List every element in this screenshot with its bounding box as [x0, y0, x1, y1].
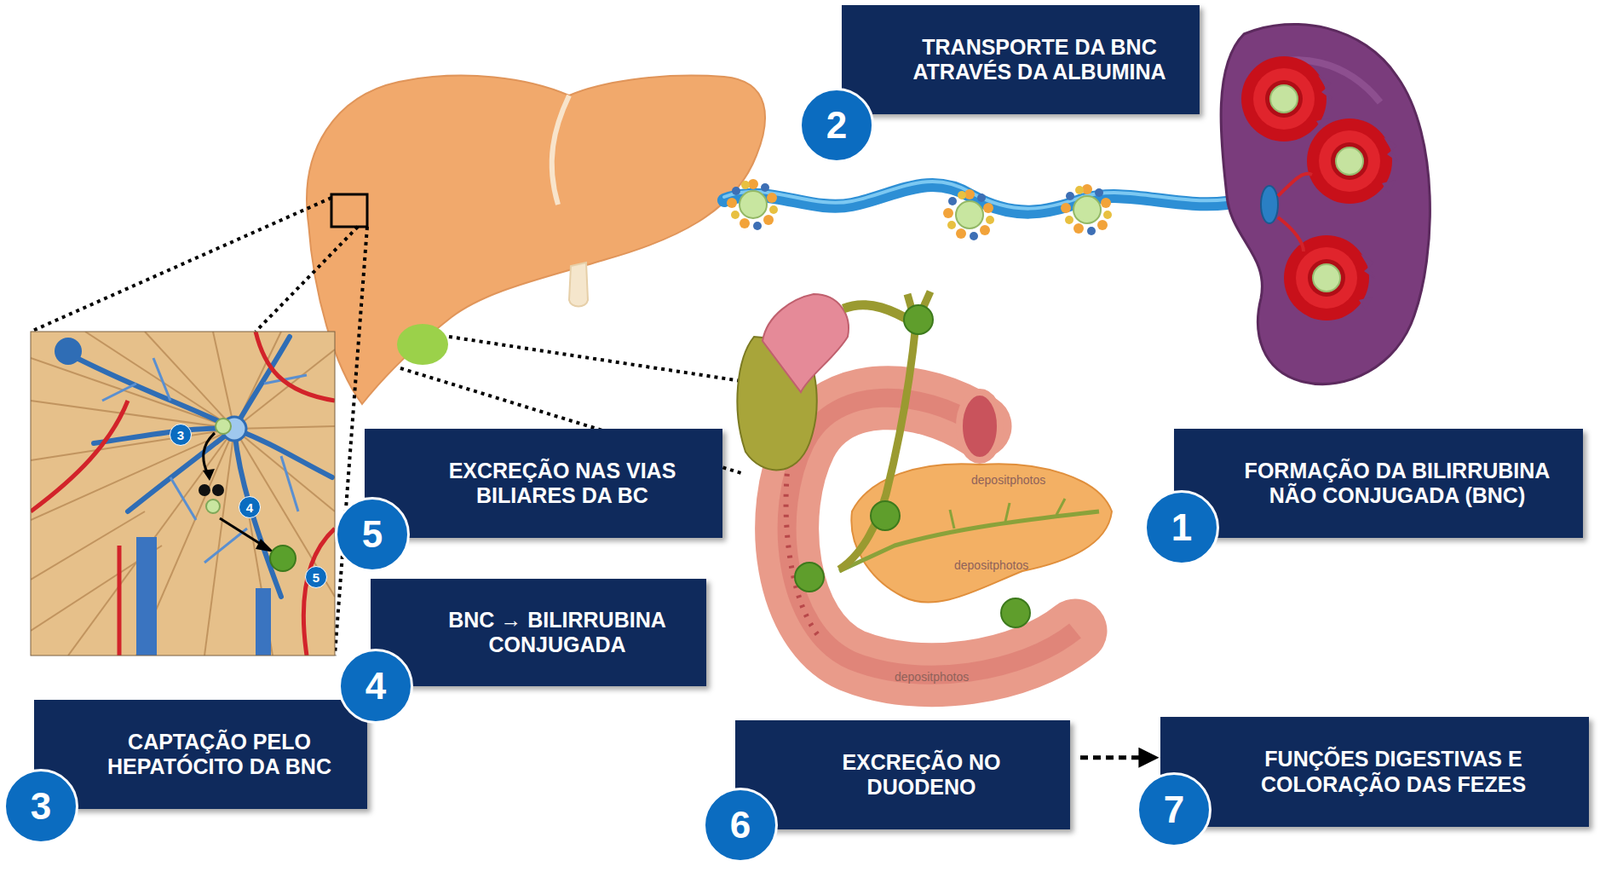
step-number: 4: [338, 648, 414, 724]
step-text: EXCREÇÃO NAS VIAS BILIARES DA BC: [417, 458, 708, 509]
step-text: CAPTAÇÃO PELO HEPATÓCITO DA BNC: [86, 729, 352, 780]
step-box: EXCREÇÃO NAS VIAS BILIARES DA BC5: [364, 428, 723, 538]
dashed-arrow: [1080, 754, 1157, 760]
watermark: depositphotos: [971, 472, 1046, 487]
step-text: BNC → BILIRRUBINA CONJUGADA: [423, 607, 691, 658]
step-text: FUNÇÕES DIGESTIVAS E COLORAÇÃO DAS FEZES: [1213, 746, 1574, 797]
callout-number: 3: [169, 423, 192, 446]
step-box: TRANSPORTE DA BNC ATRAVÉS DA ALBUMINA2: [841, 5, 1200, 115]
step-number: 7: [1136, 771, 1212, 847]
step-number: 3: [3, 768, 79, 844]
step-number: 1: [1144, 489, 1220, 565]
watermark: depositphotos: [954, 558, 1029, 572]
step-box: FUNÇÕES DIGESTIVAS E COLORAÇÃO DAS FEZES…: [1160, 716, 1589, 827]
callout-number: 5: [305, 565, 328, 588]
step-box: FORMAÇÃO DA BILIRRUBINA NÃO CONJUGADA (B…: [1174, 428, 1583, 538]
step-text: FORMAÇÃO DA BILIRRUBINA NÃO CONJUGADA (B…: [1226, 458, 1568, 509]
step-number: 6: [702, 787, 778, 863]
step-number: 2: [799, 87, 875, 163]
step-box: EXCREÇÃO NO DUODENO6: [735, 719, 1071, 829]
step-text: EXCREÇÃO NO DUODENO: [788, 749, 1055, 800]
step-number: 5: [334, 496, 410, 572]
callout-number: 4: [238, 495, 261, 518]
step-text: TRANSPORTE DA BNC ATRAVÉS DA ALBUMINA: [894, 34, 1185, 86]
watermark: depositphotos: [894, 669, 969, 684]
step-box: BNC → BILIRRUBINA CONJUGADA4: [370, 578, 707, 686]
step-box: CAPTAÇÃO PELO HEPATÓCITO DA BNC3: [34, 699, 368, 809]
